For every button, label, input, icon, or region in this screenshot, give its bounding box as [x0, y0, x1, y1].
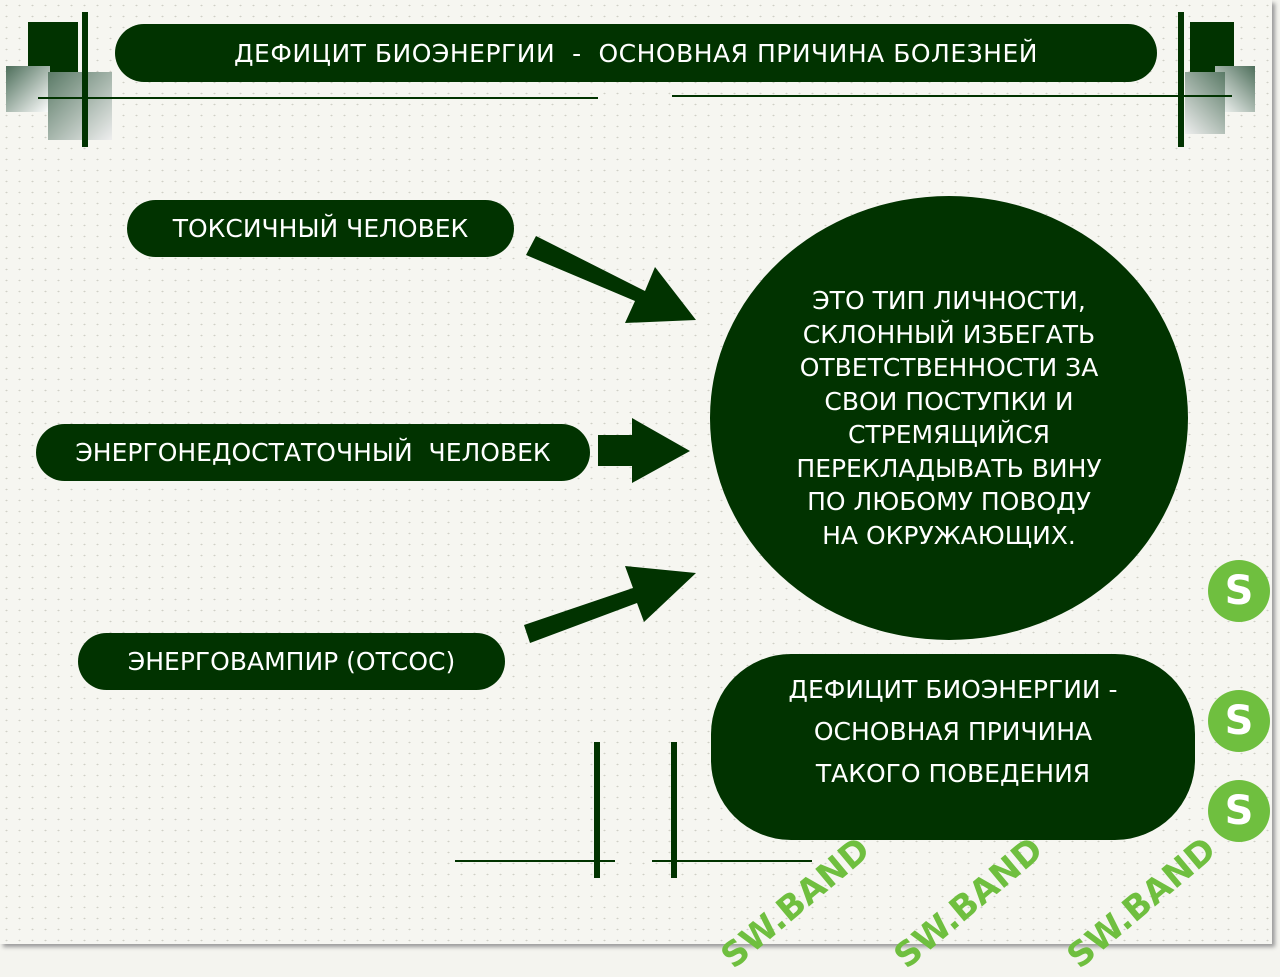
watermark-logo-icon: S	[1208, 560, 1270, 622]
arrow-icon	[526, 236, 696, 323]
page-title: ДЕФИЦИТ БИОЭНЕРГИИ - ОСНОВНАЯ ПРИЧИНА БО…	[234, 38, 1038, 68]
watermark-logo-icon: S	[1208, 690, 1270, 752]
bottom-lines-decoration	[455, 742, 812, 878]
item-energy-vampire: ЭНЕРГОВАМПИР (ОТСОС)	[78, 633, 505, 690]
item-energy-deficient-person: ЭНЕРГОНЕДОСТАТОЧНЫЙ ЧЕЛОВЕК	[36, 424, 590, 481]
definition-circle: ЭТО ТИП ЛИЧНОСТИ, СКЛОННЫЙ ИЗБЕГАТЬ ОТВЕ…	[710, 196, 1188, 640]
item-toxic-person: ТОКСИЧНЫЙ ЧЕЛОВЕК	[127, 200, 514, 257]
arrow-icon	[598, 418, 690, 483]
conclusion-box: ДЕФИЦИТ БИОЭНЕРГИИ - ОСНОВНАЯ ПРИЧИНА ТА…	[711, 654, 1195, 840]
title-banner: ДЕФИЦИТ БИОЭНЕРГИИ - ОСНОВНАЯ ПРИЧИНА БО…	[115, 24, 1157, 82]
arrows	[455, 236, 812, 878]
arrow-icon	[524, 566, 696, 643]
watermark-logo-icon: S	[1208, 780, 1270, 842]
